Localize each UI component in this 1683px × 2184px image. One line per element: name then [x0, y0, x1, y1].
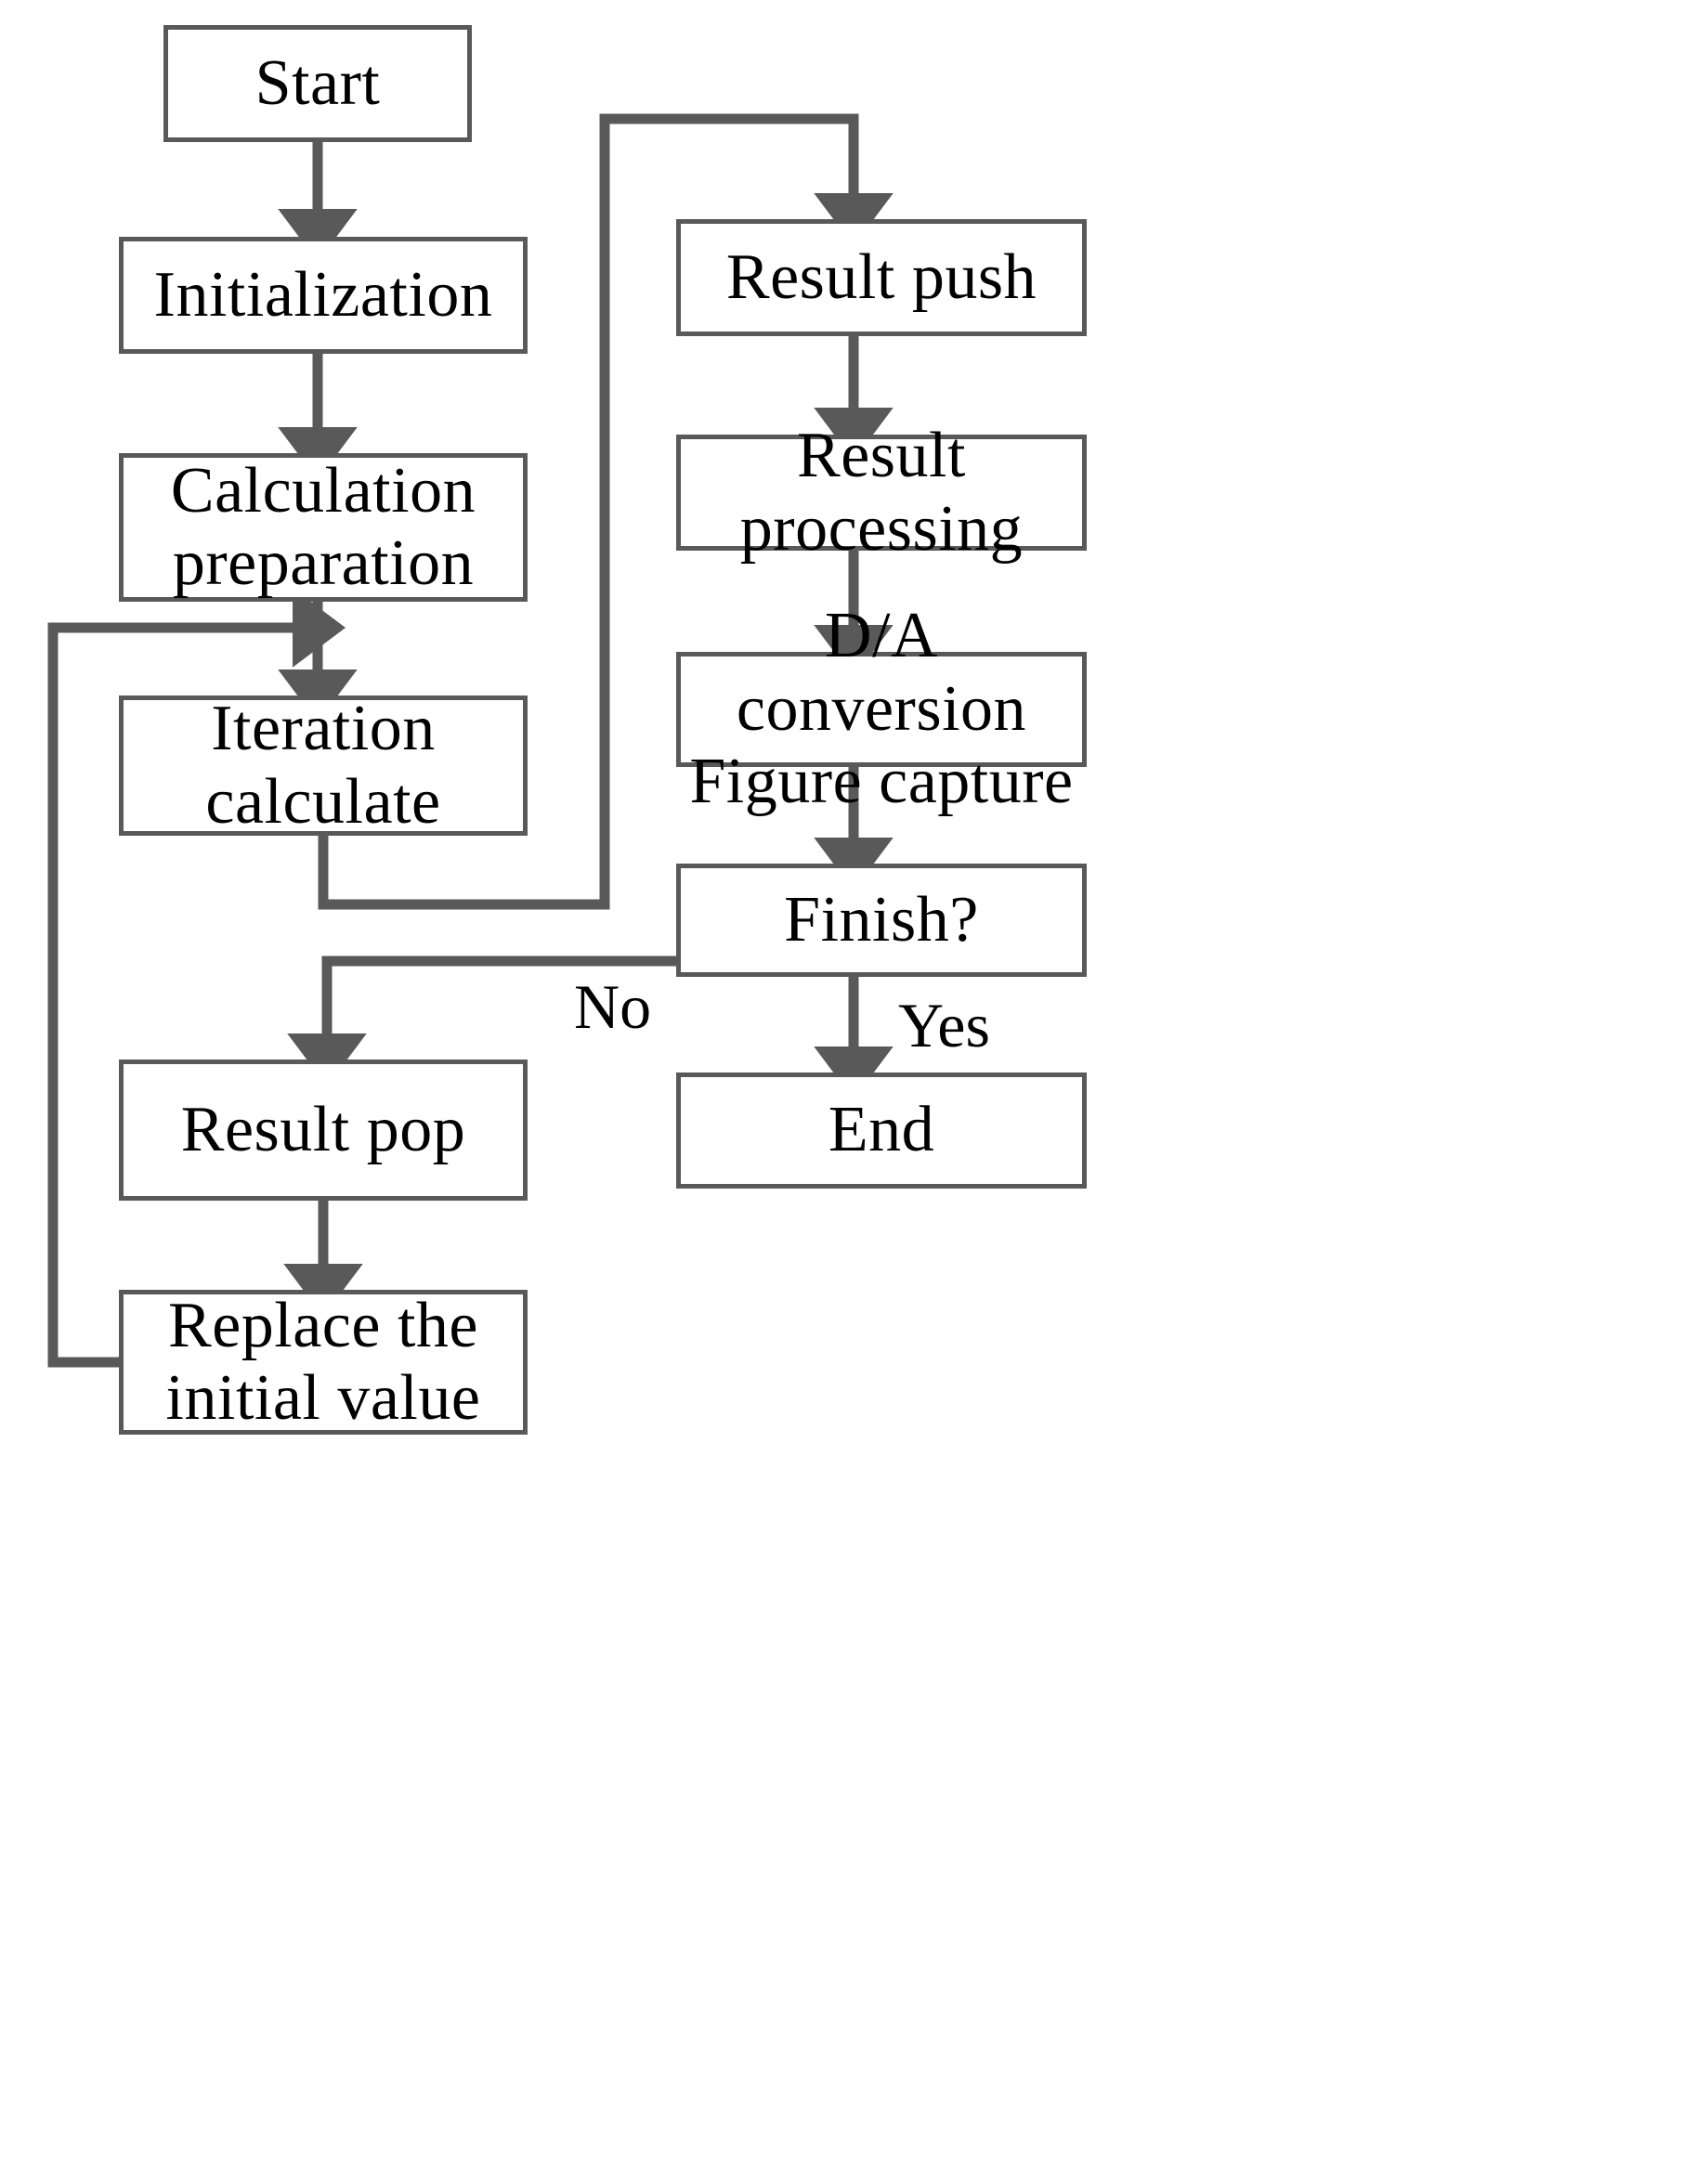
node-calculation-preparation[interactable]: Calculation preparation	[119, 453, 528, 602]
node-iteration-calculate[interactable]: Iteration calculate	[119, 693, 528, 838]
edge-finish-no-to-resultpop	[287, 956, 676, 1086]
node-finish-decision[interactable]: Finish?	[676, 864, 1087, 977]
node-result-pop[interactable]: Result pop	[119, 1060, 528, 1201]
edge-label-no: No	[574, 971, 652, 1042]
node-result-processing[interactable]: Result processing	[676, 420, 1087, 565]
node-end[interactable]: End	[676, 1072, 1087, 1189]
node-da-conversion-figure-capture[interactable]: D/A conversion Figure capture	[676, 600, 1087, 817]
node-initialization[interactable]: Initialization	[119, 237, 528, 354]
edge-replaceinit-to-iteration	[47, 588, 346, 1368]
node-replace-the-initial-value[interactable]: Replace the initial value	[119, 1290, 528, 1435]
edge-iteration-to-resultpush	[318, 113, 894, 910]
edge-label-yes: Yes	[898, 990, 990, 1060]
node-start[interactable]: Start	[163, 25, 472, 142]
node-result-push[interactable]: Result push	[676, 219, 1087, 336]
